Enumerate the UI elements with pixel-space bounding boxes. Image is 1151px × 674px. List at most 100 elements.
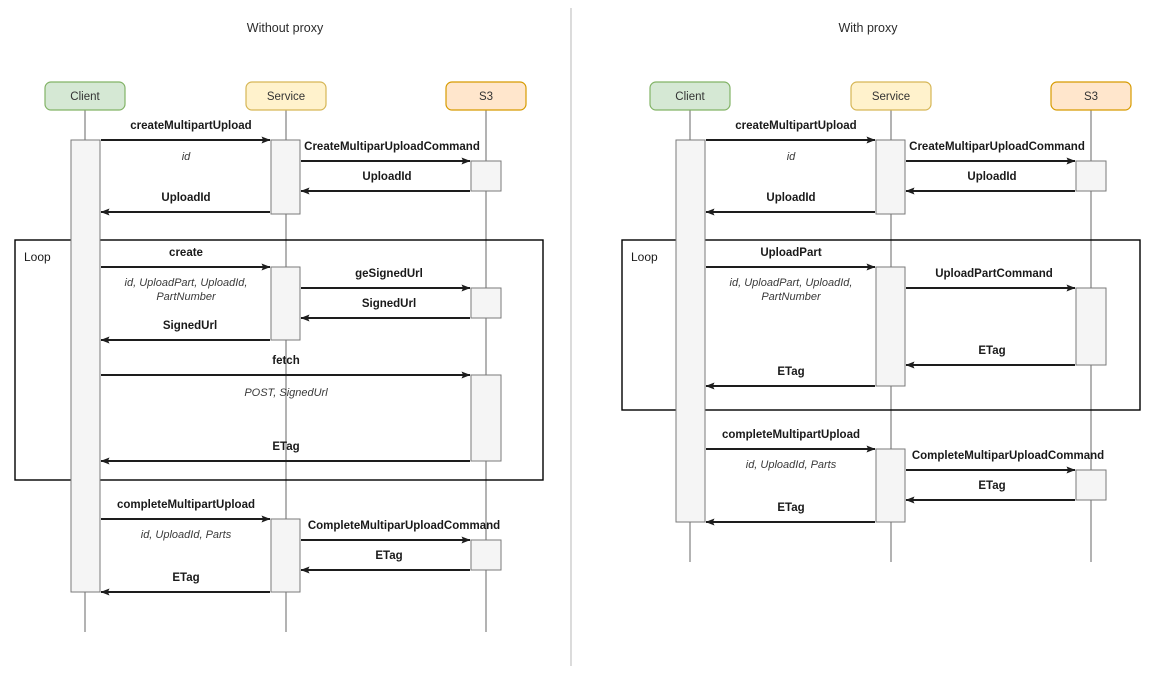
- message-complete-multipart-upload: completeMultipartUpload id, UploadId, Pa…: [101, 499, 271, 541]
- message-upload-id-service-client: UploadId: [100, 192, 270, 216]
- message-upload-id-s3-service: UploadId: [905, 171, 1075, 195]
- message-note: id, UploadId, Parts: [141, 529, 232, 541]
- message-upload-id-service-client: UploadId: [705, 192, 875, 216]
- actor-service[interactable]: Service: [245, 81, 327, 111]
- message-label: SignedUrl: [362, 298, 416, 310]
- actor-box-client[interactable]: [649, 81, 731, 111]
- message-label: UploadId: [766, 192, 815, 204]
- message-etag-service-client-complete: ETag: [705, 502, 875, 526]
- message-label: SignedUrl: [163, 320, 217, 332]
- actor-service[interactable]: Service: [850, 81, 932, 111]
- message-label: ETag: [375, 550, 402, 562]
- message-label: UploadPartCommand: [935, 268, 1053, 280]
- message-upload-part: UploadPart id, UploadPart, UploadId, Par…: [706, 247, 876, 303]
- message-note-line2: PartNumber: [156, 291, 217, 303]
- actor-client[interactable]: Client: [44, 81, 126, 111]
- message-label: UploadId: [161, 192, 210, 204]
- message-label: create: [169, 247, 203, 259]
- activation-service-complete: [875, 448, 906, 523]
- actor-box-service[interactable]: [850, 81, 932, 111]
- activation-service-uploadpart: [875, 266, 906, 387]
- message-label: ETag: [978, 345, 1005, 357]
- actor-box-client[interactable]: [44, 81, 126, 111]
- panel-without-proxy: Without proxy Loop createMultipartUpload…: [14, 21, 544, 632]
- loop-frame-label: Loop: [631, 250, 658, 264]
- message-fetch: fetch POST, SignedUrl: [101, 355, 471, 399]
- activation-s3-create: [1075, 160, 1107, 192]
- message-note: id, UploadId, Parts: [746, 459, 837, 471]
- message-create-multipar-upload-command: CreateMultiparUploadCommand: [906, 141, 1085, 165]
- activation-client-main: [70, 139, 101, 593]
- actor-label-client: Client: [70, 91, 100, 103]
- message-label: geSignedUrl: [355, 268, 423, 280]
- message-label: completeMultipartUpload: [722, 429, 860, 441]
- message-label: ETag: [172, 572, 199, 584]
- message-etag-s3-client: ETag: [100, 441, 470, 465]
- message-label: CompleteMultiparUploadCommand: [912, 450, 1104, 462]
- message-signed-url-s3-service: SignedUrl: [300, 298, 470, 322]
- message-ge-signed-url: geSignedUrl: [301, 268, 471, 292]
- message-complete-multipart-upload: completeMultipartUpload id, UploadId, Pa…: [706, 429, 876, 471]
- message-note-line1: id, UploadPart, UploadId,: [125, 277, 248, 289]
- loop-frame-without-proxy: [14, 239, 544, 481]
- loop-frame-label: Loop: [24, 250, 51, 264]
- message-etag-s3-service-complete: ETag: [905, 480, 1075, 504]
- message-upload-id-s3-service: UploadId: [300, 171, 470, 195]
- actor-box-service[interactable]: [245, 81, 327, 111]
- message-label: CompleteMultiparUploadCommand: [308, 520, 500, 532]
- activation-s3-fetch: [470, 374, 502, 462]
- message-upload-part-command: UploadPartCommand: [906, 268, 1076, 292]
- message-label: UploadPart: [760, 247, 822, 259]
- actor-box-s3[interactable]: [445, 81, 527, 111]
- message-note-line2: PartNumber: [761, 291, 822, 303]
- message-complete-multipar-upload-command: CompleteMultiparUploadCommand: [906, 450, 1104, 474]
- actor-label-client: Client: [675, 91, 705, 103]
- activation-s3-uploadpart: [1075, 287, 1107, 366]
- activation-s3-complete: [470, 539, 502, 571]
- message-create-multipart-upload: createMultipartUpload id: [101, 120, 271, 163]
- panel-with-proxy: With proxy Loop createMultipartUpload id: [621, 21, 1141, 562]
- message-create-multipart-upload: createMultipartUpload id: [706, 120, 876, 163]
- message-create: create id, UploadPart, UploadId, PartNum…: [101, 247, 271, 303]
- actor-label-s3: S3: [479, 91, 493, 103]
- message-etag-service-client: ETag: [100, 572, 270, 596]
- message-label: CreateMultiparUploadCommand: [304, 141, 480, 153]
- actor-label-service: Service: [872, 91, 910, 103]
- panel-title-with-proxy: With proxy: [838, 21, 898, 35]
- message-note-line1: id, UploadPart, UploadId,: [730, 277, 853, 289]
- message-label: completeMultipartUpload: [117, 499, 255, 511]
- message-note: id: [182, 151, 191, 163]
- message-etag-s3-service: ETag: [300, 550, 470, 574]
- message-label: ETag: [978, 480, 1005, 492]
- panel-title-without-proxy: Without proxy: [247, 21, 324, 35]
- message-note: POST, SignedUrl: [244, 387, 328, 399]
- message-label: createMultipartUpload: [130, 120, 251, 132]
- activation-s3-complete: [1075, 469, 1107, 501]
- actor-s3[interactable]: S3: [445, 81, 527, 111]
- activation-s3-signedurl: [470, 287, 502, 319]
- message-label: fetch: [272, 355, 299, 367]
- activation-service-create: [270, 139, 301, 215]
- message-etag-service-client-loop: ETag: [705, 366, 875, 390]
- message-signed-url-service-client: SignedUrl: [100, 320, 270, 344]
- message-note: id: [787, 151, 796, 163]
- actor-box-s3[interactable]: [1050, 81, 1132, 111]
- activation-service-signedurl: [270, 266, 301, 341]
- message-create-multipar-upload-command: CreateMultiparUploadCommand: [301, 141, 480, 165]
- message-label: UploadId: [967, 171, 1016, 183]
- message-label: createMultipartUpload: [735, 120, 856, 132]
- loop-frame-with-proxy: [621, 239, 1141, 411]
- activation-service-complete: [270, 518, 301, 593]
- actor-label-service: Service: [267, 91, 305, 103]
- message-label: ETag: [272, 441, 299, 453]
- message-label: UploadId: [362, 171, 411, 183]
- actor-client[interactable]: Client: [649, 81, 731, 111]
- message-label: ETag: [777, 366, 804, 378]
- message-label: ETag: [777, 502, 804, 514]
- actor-label-s3: S3: [1084, 91, 1098, 103]
- message-complete-multipar-upload-command: CompleteMultiparUploadCommand: [301, 520, 500, 544]
- actor-s3[interactable]: S3: [1050, 81, 1132, 111]
- message-label: CreateMultiparUploadCommand: [909, 141, 1085, 153]
